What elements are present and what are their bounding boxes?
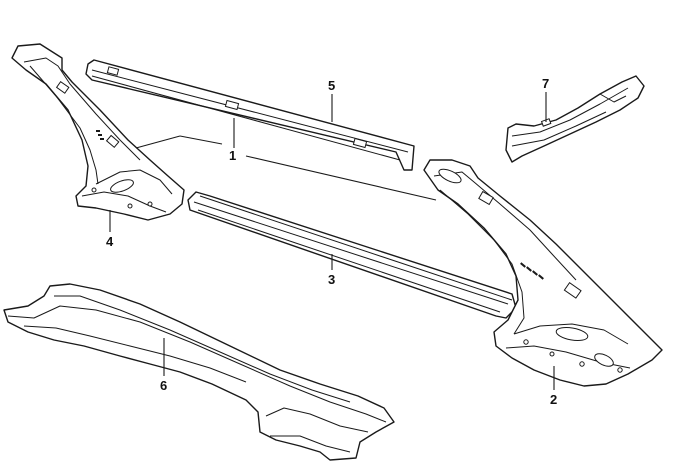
part-2-right-pillar — [423, 159, 663, 387]
part-5-upper-strip — [85, 59, 415, 171]
callout-7: 7 — [542, 76, 549, 91]
callout-5: 5 — [328, 78, 335, 93]
callout-6: 6 — [160, 378, 167, 393]
leader-1-left — [135, 135, 181, 149]
callout-2: 2 — [550, 392, 557, 407]
part-7-bracket — [505, 75, 645, 163]
part-4-left-pillar — [11, 43, 185, 221]
callout-3: 3 — [328, 272, 335, 287]
callout-4: 4 — [106, 234, 114, 249]
part-6-cowl-panel — [3, 283, 395, 461]
callout-labels: 1 2 3 4 5 6 7 — [106, 76, 557, 407]
callout-1: 1 — [229, 148, 236, 163]
leader-1-top — [179, 135, 223, 145]
leader-lines — [109, 92, 555, 390]
leader-1-right — [245, 155, 437, 201]
